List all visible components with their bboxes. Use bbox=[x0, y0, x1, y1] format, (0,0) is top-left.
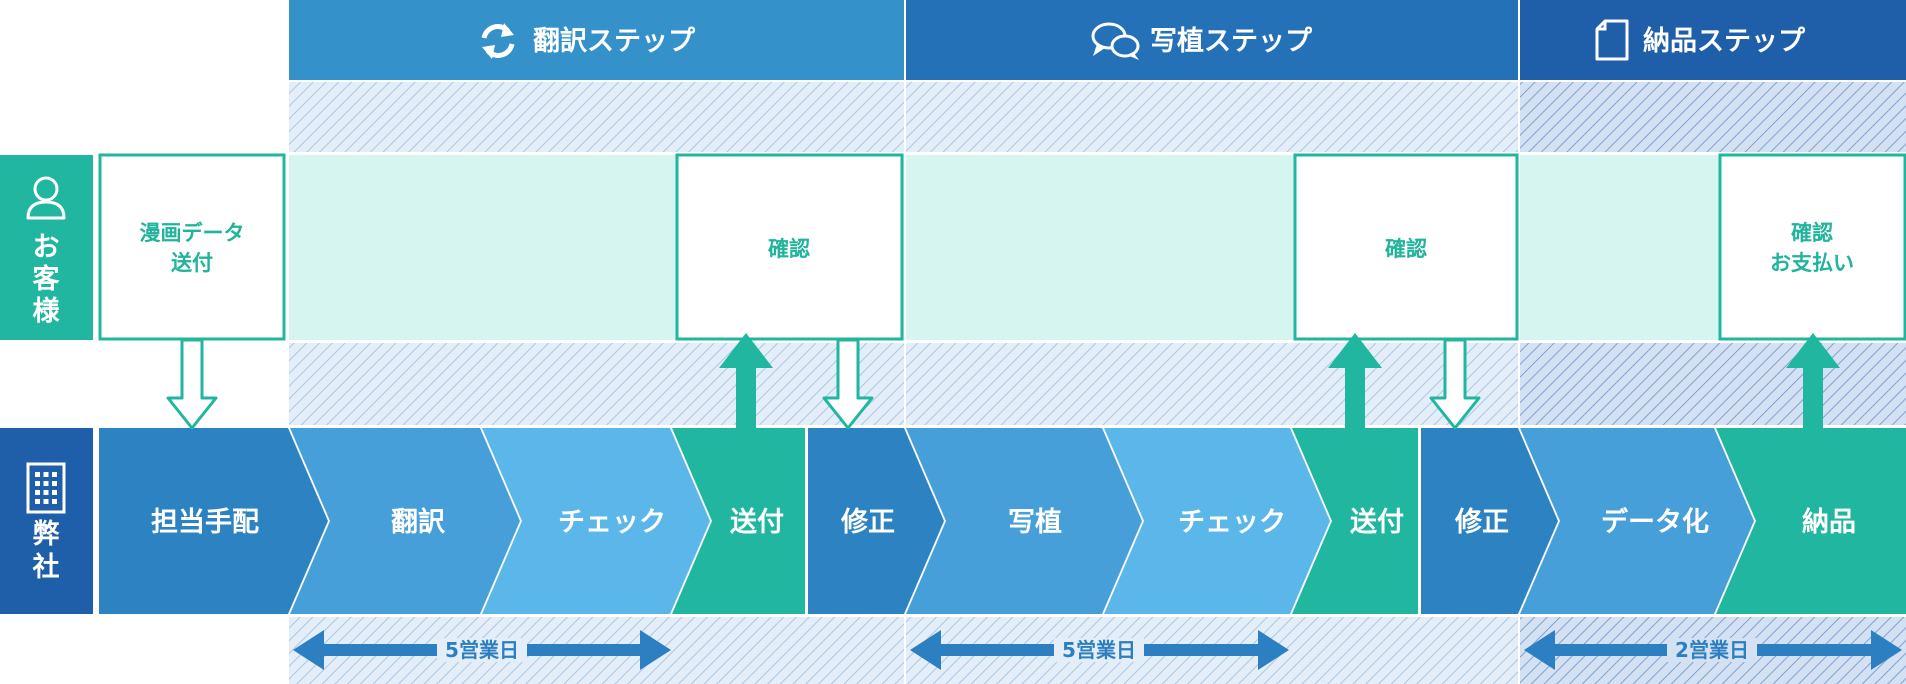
side-company-char-2: 社 bbox=[33, 551, 60, 583]
step-chevron-2 bbox=[290, 428, 520, 614]
down-arrow-2 bbox=[822, 338, 874, 430]
hatch-strip-mid-3 bbox=[1520, 343, 1906, 425]
customer-box-2-line-1: 確認 bbox=[768, 237, 810, 261]
side-company-char-1: 弊 bbox=[33, 518, 60, 550]
step-label-5: 修正 bbox=[840, 507, 895, 538]
step-label-3: チェック bbox=[558, 507, 666, 538]
side-customer-char-2: 客 bbox=[33, 263, 61, 295]
document-icon bbox=[1595, 19, 1629, 61]
side-company-bg bbox=[0, 428, 93, 614]
hatch-strip-top-3 bbox=[1520, 82, 1906, 152]
phase-label-delivery: 納品ステップ bbox=[1643, 25, 1806, 57]
step-label-7: チェック bbox=[1178, 507, 1286, 538]
step-label-10: データ化 bbox=[1601, 506, 1709, 538]
step-chevron-5 bbox=[808, 428, 944, 614]
duration-arrow-2 bbox=[910, 630, 1289, 670]
down-arrow-3 bbox=[1429, 338, 1481, 430]
step-label-4: 送付 bbox=[730, 507, 784, 538]
step-label-1: 担当手配 bbox=[151, 507, 259, 538]
customer-box-confirm-pay bbox=[1718, 153, 1906, 341]
hatch-strip-mid-1 bbox=[289, 343, 904, 425]
step-chevron-6 bbox=[906, 428, 1142, 614]
refresh-icon bbox=[481, 23, 515, 59]
step-chevron-7 bbox=[1104, 428, 1330, 614]
up-arrow-1 bbox=[719, 333, 773, 428]
duration-label-3: 2営業日 bbox=[1675, 638, 1749, 662]
side-customer-bg bbox=[0, 155, 93, 340]
step-chevron-4 bbox=[672, 428, 805, 614]
phase-label-typesetting: 写植ステップ bbox=[1150, 25, 1313, 57]
step-label-2: 翻訳 bbox=[391, 506, 446, 538]
phase-header-typesetting bbox=[906, 0, 1518, 80]
person-icon bbox=[26, 176, 66, 220]
customer-box-3-line-1: 確認 bbox=[1385, 237, 1427, 261]
step-chevron-8 bbox=[1292, 428, 1418, 614]
customer-box-1-line-2: 送付 bbox=[171, 251, 213, 275]
step-label-9: 修正 bbox=[1454, 507, 1509, 538]
phase-header-translation bbox=[289, 0, 904, 80]
phase-header-delivery bbox=[1520, 0, 1906, 80]
chat-bubbles-icon bbox=[1091, 22, 1140, 60]
step-chevron-9 bbox=[1421, 428, 1558, 614]
step-label-6: 写植 bbox=[1008, 506, 1062, 538]
customer-box-4-line-1: 確認 bbox=[1791, 221, 1833, 245]
hatch-strip-top-2 bbox=[906, 82, 1518, 152]
building-icon bbox=[26, 462, 66, 514]
phase-label-translation: 翻訳ステップ bbox=[533, 25, 696, 57]
customer-box-confirm-2 bbox=[1293, 153, 1519, 341]
hatch-strip-mid-2 bbox=[906, 343, 1518, 425]
step-label-8: 送付 bbox=[1350, 507, 1404, 538]
step-chevron-11 bbox=[1716, 428, 1906, 614]
duration-label-2: 5営業日 bbox=[1062, 638, 1136, 662]
step-chevron-10 bbox=[1520, 428, 1754, 614]
customer-box-4-line-2: お支払い bbox=[1770, 251, 1854, 275]
customer-box-1-line-1: 漫画データ bbox=[140, 221, 245, 245]
hatch-strip-top-1 bbox=[289, 82, 904, 152]
down-arrow-1 bbox=[166, 338, 218, 430]
customer-box-confirm-1 bbox=[675, 153, 904, 341]
step-label-11: 納品 bbox=[1802, 506, 1856, 538]
duration-label-1: 5営業日 bbox=[445, 638, 519, 662]
up-arrow-2 bbox=[1328, 333, 1382, 428]
side-customer-char-1: お bbox=[33, 232, 60, 263]
duration-arrow-1 bbox=[293, 630, 671, 670]
duration-arrow-3 bbox=[1524, 630, 1902, 670]
up-arrow-3 bbox=[1786, 333, 1840, 428]
side-customer-char-3: 様 bbox=[33, 296, 61, 327]
step-chevron-3 bbox=[482, 428, 710, 614]
step-chevron-1 bbox=[99, 428, 328, 614]
customer-box-send-data bbox=[98, 153, 286, 341]
